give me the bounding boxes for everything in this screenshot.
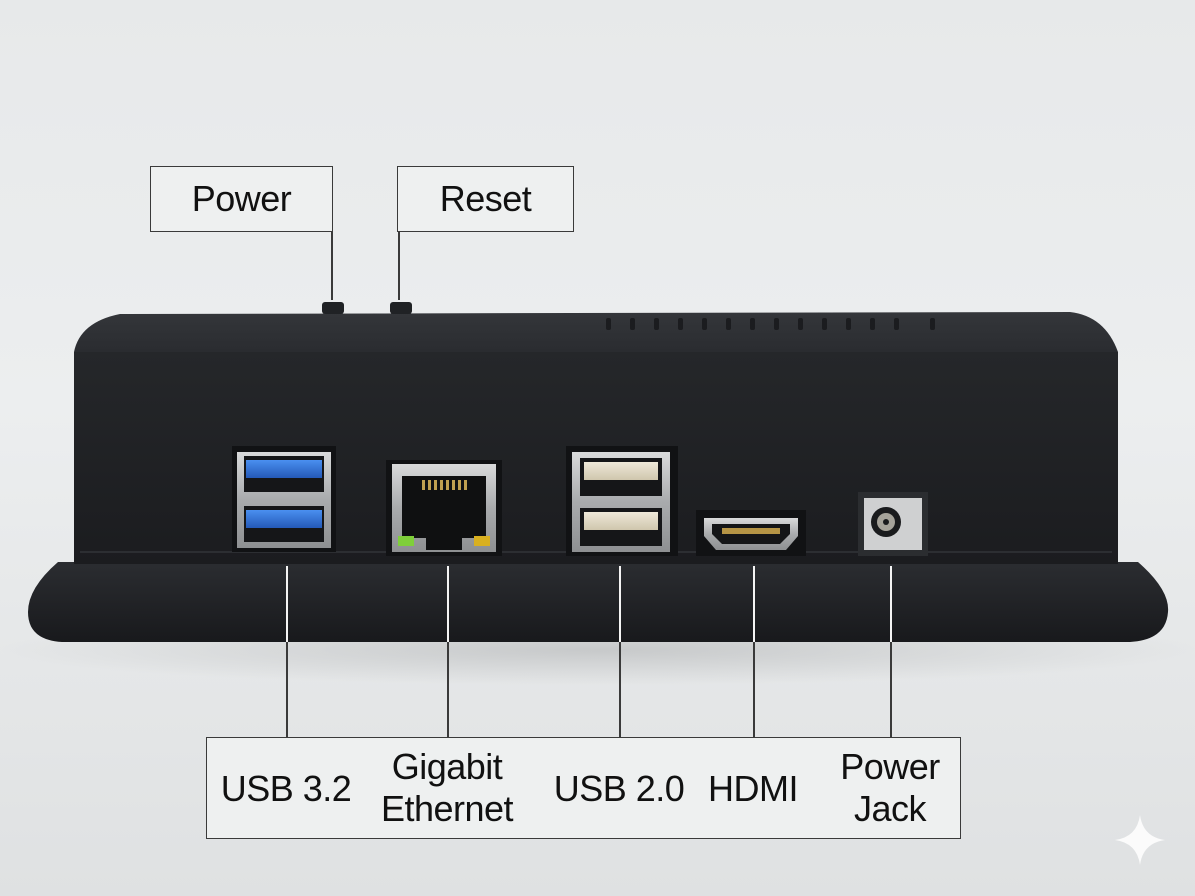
usb20-leader-line	[619, 566, 621, 642]
usb32-label: USB 3.2	[220, 768, 352, 809]
hdmi-label: HDMI	[708, 768, 799, 809]
ethernet-port[interactable]	[386, 460, 502, 556]
power-jack-leader-line-lower	[890, 642, 892, 738]
power-jack-label: Power Jack	[840, 746, 940, 830]
ethernet-leader-line-lower	[447, 642, 449, 738]
case-base-flange	[28, 562, 1169, 642]
port-labels-callout	[206, 737, 961, 839]
ethernet-label-line1: Gigabit	[391, 746, 503, 787]
power-button-label: Power	[191, 178, 292, 219]
hdmi-leader-line-lower	[753, 642, 755, 738]
usb20-label: USB 2.0	[553, 768, 685, 809]
power-button[interactable]	[322, 302, 344, 314]
power-jack-leader-line	[890, 566, 892, 642]
power-button-callout: Power	[150, 166, 333, 232]
usb20-leader-line-lower	[619, 642, 621, 738]
hdmi-leader-line	[753, 566, 755, 642]
hdmi-port[interactable]	[696, 510, 806, 556]
usb32-port[interactable]	[232, 446, 336, 552]
power-leader-line	[331, 230, 333, 300]
usb20-port[interactable]	[566, 446, 678, 556]
power-jack-label-line1: Power	[840, 746, 940, 787]
ethernet-leader-line	[447, 566, 449, 642]
reset-button-callout: Reset	[397, 166, 574, 232]
top-vents	[606, 318, 935, 330]
usb32-leader-line-lower	[286, 642, 288, 738]
reset-button-label: Reset	[439, 178, 532, 219]
ethernet-label-line2: Ethernet	[380, 788, 514, 829]
usb32-leader-line	[286, 566, 288, 642]
sparkle-icon	[1115, 815, 1165, 865]
power-jack-label-line2: Jack	[853, 788, 927, 829]
reset-button[interactable]	[390, 302, 412, 314]
reset-leader-line	[398, 230, 400, 300]
ethernet-label: Gigabit Ethernet	[380, 746, 514, 830]
power-jack-port[interactable]	[858, 492, 928, 556]
case-top	[74, 312, 1118, 352]
